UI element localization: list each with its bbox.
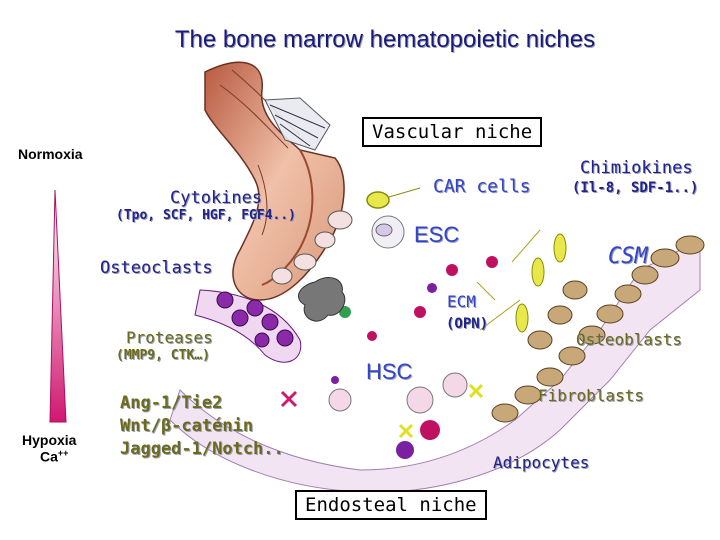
opn-label: (OPN) xyxy=(446,316,489,332)
cytokines-label: Cytokines xyxy=(170,188,263,208)
car-cell-icon xyxy=(366,191,390,209)
page-title: The bone marrow hematopoietic niches xyxy=(174,26,596,53)
osteoclasts-label: Osteoclasts xyxy=(100,258,213,278)
wnt-catenin-label: Wnt/β-caténin xyxy=(120,416,254,436)
vascular-niche-label: Vascular niche xyxy=(362,117,543,147)
ang-tie2-label: Ang-1/Tie2 xyxy=(120,393,223,413)
hsc-label: HSC xyxy=(366,359,413,384)
car-cells-label: CAR cells xyxy=(433,176,531,197)
jagged-notch-label: Jagged-1/Notch.. xyxy=(120,439,284,459)
normoxia-label: Normoxia xyxy=(18,146,83,162)
ecm-label: ECM xyxy=(447,292,476,311)
macrophage-icon xyxy=(298,277,346,322)
hypoxia-label: Hypoxia Ca++ xyxy=(22,432,77,465)
csm-label: CSM xyxy=(608,244,648,269)
osteoclast-cluster xyxy=(194,289,302,363)
adipocytes-label: Adipocytes xyxy=(493,453,590,472)
calcium-superscript: ++ xyxy=(57,448,69,458)
cytokines-list: (Tpo, SCF, HGF, FGF4..) xyxy=(116,208,297,223)
osteoblasts-label: Osteoblasts xyxy=(576,330,682,349)
chimiokines-label: Chimiokines xyxy=(580,158,693,178)
fibroblasts-label: Fibroblasts xyxy=(538,386,644,405)
blood-vessel-illustration xyxy=(204,61,353,301)
proteases-label: Proteases xyxy=(126,328,213,347)
calcium-label: Ca xyxy=(40,448,58,465)
proteases-list: (MMP9, CTK…) xyxy=(116,348,210,363)
oxygen-gradient-triangle xyxy=(49,189,67,423)
chimiokines-list: (Il-8, SDF-1..) xyxy=(572,180,699,196)
hsc-cell-icon xyxy=(328,372,468,459)
osteoblast-lining xyxy=(491,235,705,423)
esc-label: ESC xyxy=(414,222,460,247)
endosteal-niche-label: Endosteal niche xyxy=(295,490,487,520)
